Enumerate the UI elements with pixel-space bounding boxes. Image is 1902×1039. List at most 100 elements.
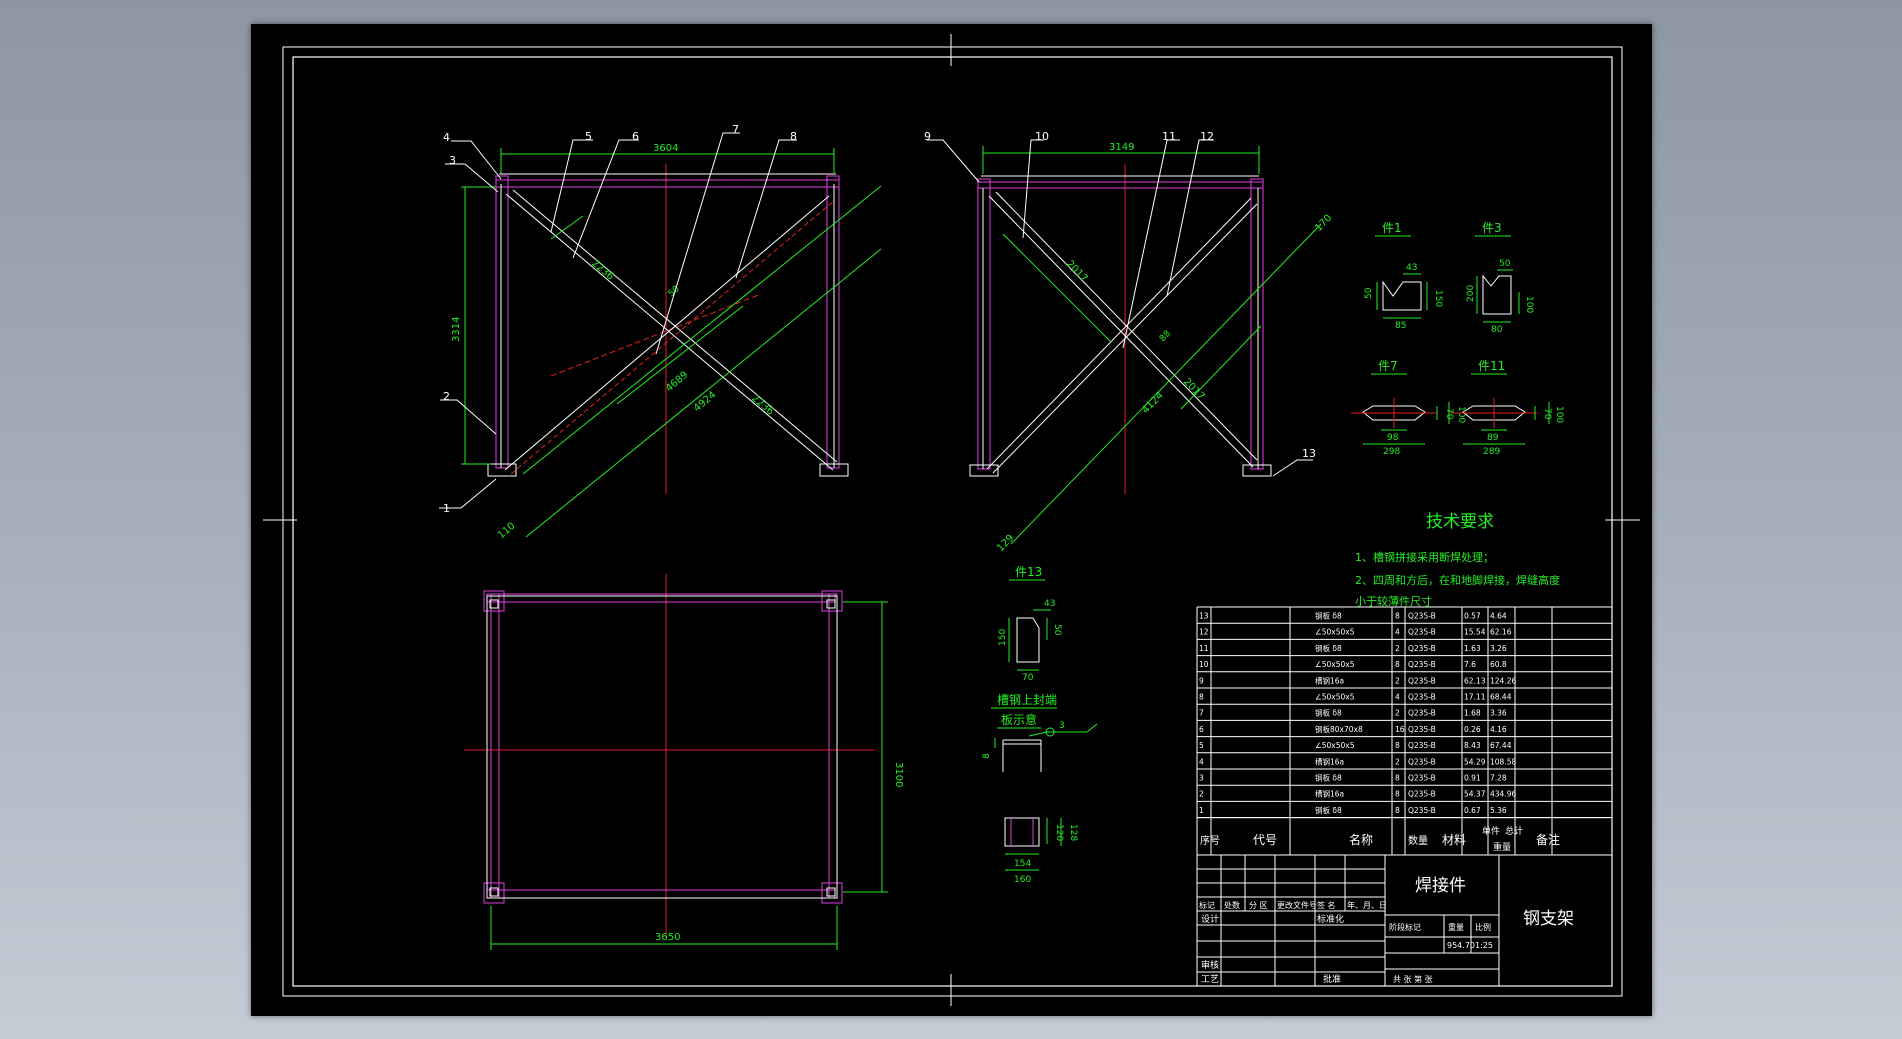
cad-drawing: 3604 3314 4924 4689 2236 2236 110 50 4 3…: [263, 34, 1640, 1006]
balloon-13: 13: [1302, 447, 1316, 460]
detail-part7: 件7 70 100 98 298: [1351, 359, 1466, 457]
balloon-3: 3: [449, 154, 456, 167]
bom-cell-unit: 1.63: [1464, 644, 1481, 653]
bom-cell-name: ∠50x50x5: [1315, 628, 1355, 637]
bom-cell-name: 钢板 δ8: [1315, 805, 1342, 815]
bom-cell-total: 62.16: [1490, 628, 1512, 637]
detail-section: 120 128 154 160: [1004, 817, 1078, 885]
bom-cell-name: 钢板 δ8: [1315, 643, 1342, 653]
bom-cell-material: Q235-B: [1408, 660, 1436, 669]
svg-text:审核: 审核: [1201, 959, 1219, 971]
bom-cell-unit: 54.29: [1464, 757, 1486, 766]
title-block: 焊接件 钢支架 标记 处数 分 区 更改文件号 签 名 年、月、日 设计 标准化…: [1196, 854, 1613, 987]
svg-text:件11: 件11: [1478, 359, 1505, 373]
bom-cell-qty: 8: [1395, 790, 1400, 799]
svg-text:70: 70: [1022, 673, 1034, 683]
bom-cell-total: 108.58: [1490, 757, 1516, 766]
plan-view: 3650 3100: [464, 574, 904, 950]
bom-cell-no: 1: [1199, 806, 1204, 815]
bom-cell-material: Q235-B: [1408, 725, 1436, 734]
side-dim-half-a: 2017: [1064, 258, 1090, 284]
svg-text:100: 100: [1554, 406, 1564, 423]
bom-cell-material: Q235-B: [1408, 806, 1436, 815]
bom-cell-unit: 62.13: [1464, 676, 1486, 685]
side-dim-small: 88: [1158, 329, 1173, 344]
bom-cell-total: 4.64: [1490, 612, 1507, 621]
balloon-5: 5: [585, 130, 592, 143]
side-dim-end-b: 129: [995, 533, 1016, 554]
total-weight: 954.70: [1447, 941, 1475, 950]
bom-cell-no: 10: [1199, 660, 1209, 669]
front-dim-half-b: 2236: [749, 393, 776, 418]
svg-text:工艺: 工艺: [1201, 974, 1219, 985]
bom-cell-unit: 15.54: [1464, 628, 1486, 637]
svg-text:3: 3: [1059, 721, 1065, 731]
bom-cell-material: Q235-B: [1408, 628, 1436, 637]
bom-cell-material: Q235-B: [1408, 741, 1436, 750]
svg-text:150: 150: [1433, 290, 1443, 307]
svg-text:70: 70: [1444, 408, 1454, 420]
sheet-frame: [263, 34, 1640, 1006]
side-dim-half-b: 2017: [1181, 376, 1207, 402]
bom-cell-material: Q235-B: [1408, 774, 1436, 783]
bom-cell-qty: 2: [1395, 676, 1400, 685]
svg-text:50: 50: [1364, 287, 1374, 299]
bom-cell-unit: 8.43: [1464, 741, 1481, 750]
bom-cell-no: 3: [1199, 774, 1204, 783]
svg-text:件1: 件1: [1382, 221, 1402, 235]
bom-cell-qty: 2: [1395, 709, 1400, 718]
tech-title: 技术要求: [1426, 512, 1494, 532]
svg-text:160: 160: [1014, 875, 1031, 885]
svg-text:材料: 材料: [1442, 833, 1466, 847]
bom-cell-total: 68.44: [1490, 693, 1512, 702]
bom-cell-no: 5: [1199, 741, 1204, 750]
bom-cell-qty: 2: [1395, 644, 1400, 653]
detail-part13: 件13 43 150 50 70: [998, 565, 1062, 683]
front-dim-width: 3604: [653, 143, 678, 154]
front-dim-diag-inner: 4689: [664, 370, 691, 395]
svg-text:128: 128: [1068, 824, 1078, 841]
svg-text:件3: 件3: [1482, 221, 1502, 235]
bom-cell-total: 3.26: [1490, 644, 1507, 653]
bom-cell-material: Q235-B: [1408, 790, 1436, 799]
svg-text:总计: 总计: [1505, 825, 1523, 837]
bom-cell-name: 钢板80x70x8: [1315, 724, 1363, 734]
svg-text:件13: 件13: [1015, 565, 1042, 579]
bom-cell-unit: 17.11: [1464, 693, 1486, 702]
bom-cell-name: 槽钢16a: [1315, 789, 1344, 799]
balloon-7: 7: [732, 123, 739, 136]
svg-text:98: 98: [1387, 433, 1399, 443]
svg-text:100: 100: [1524, 296, 1534, 313]
bom-cell-no: 11: [1199, 644, 1209, 653]
svg-text:重量: 重量: [1493, 841, 1511, 853]
bom-cell-total: 67.44: [1490, 741, 1512, 750]
side-dim-width: 3149: [1109, 142, 1134, 153]
svg-text:槽钢上封端: 槽钢上封端: [997, 693, 1057, 707]
bom-cell-no: 9: [1199, 676, 1204, 685]
front-dim-small: 50: [667, 284, 682, 299]
bom-cell-qty: 2: [1395, 757, 1400, 766]
svg-text:单件: 单件: [1482, 825, 1500, 837]
bom-cell-no: 13: [1199, 612, 1209, 621]
bom-cell-no: 12: [1199, 628, 1209, 637]
svg-text:批准: 批准: [1323, 973, 1341, 985]
svg-text:分 区: 分 区: [1249, 901, 1268, 910]
svg-text:年、月、日: 年、月、日: [1347, 900, 1387, 910]
front-view: 3604 3314 4924 4689 2236 2236 110 50 4 3…: [439, 123, 882, 541]
bom-cell-unit: 54.37: [1464, 790, 1486, 799]
balloon-10: 10: [1035, 130, 1049, 143]
balloon-11: 11: [1162, 130, 1176, 143]
bom-cell-name: 槽钢16a: [1315, 756, 1344, 766]
bom-cell-name: 钢板 δ8: [1315, 611, 1342, 621]
bom-cell-total: 4.16: [1490, 725, 1507, 734]
